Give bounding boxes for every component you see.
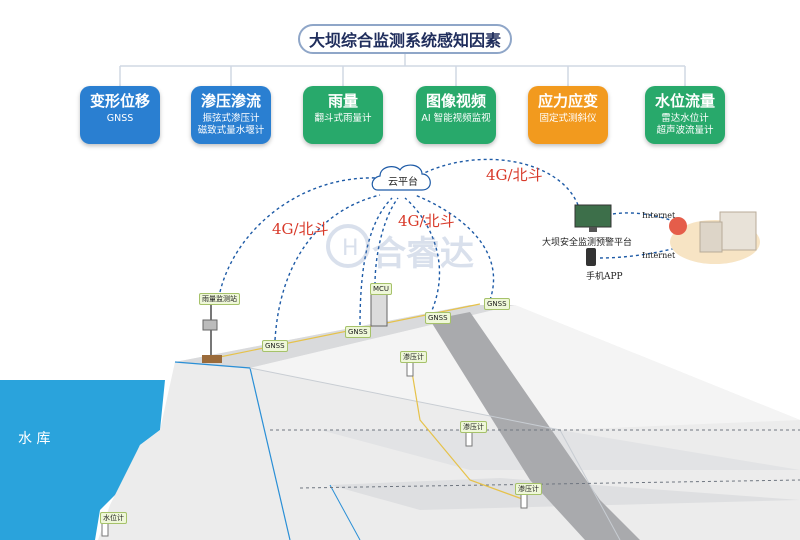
svg-text:H: H bbox=[342, 236, 359, 261]
phone-app-label: 手机APP bbox=[586, 272, 623, 282]
factor-detail: 超声波流量计 bbox=[656, 125, 714, 136]
factor-detail: AI 智能视频监视 bbox=[421, 113, 491, 124]
factor-detail: 雷达水位计 bbox=[661, 113, 709, 124]
cloud-label: 云平台 bbox=[388, 177, 418, 188]
factor-card-stress: 应力应变 固定式测斜仪 bbox=[528, 86, 608, 144]
office-building-icon bbox=[669, 211, 760, 264]
factor-detail: 固定式测斜仪 bbox=[539, 113, 597, 124]
factor-card-deformation: 变形位移 GNSS bbox=[80, 86, 160, 144]
gnss-tag: GNSS bbox=[484, 298, 510, 310]
watermark-logo: H bbox=[326, 224, 370, 268]
water-level-tag: 水位计 bbox=[100, 512, 127, 524]
factor-title: 渗压渗流 bbox=[200, 92, 261, 110]
factor-card-rainfall: 雨量 翻斗式雨量计 bbox=[303, 86, 383, 144]
factor-card-seepage: 渗压渗流 振弦式渗压计 磁致式量水堰计 bbox=[191, 86, 271, 144]
factor-detail: 磁致式量水堰计 bbox=[197, 125, 265, 136]
gnss-tag: GNSS bbox=[262, 340, 288, 352]
gnss-tag: GNSS bbox=[425, 312, 451, 324]
signal-arcs bbox=[219, 158, 691, 341]
water-level-icon bbox=[101, 521, 109, 537]
factor-title: 雨量 bbox=[327, 92, 358, 110]
piezometer-tag: 渗压计 bbox=[515, 483, 542, 495]
cloud-icon bbox=[371, 164, 431, 191]
factor-detail: GNSS bbox=[106, 113, 134, 124]
factor-detail: 振弦式渗压计 bbox=[202, 113, 260, 124]
piezometer-tag: 渗压计 bbox=[460, 421, 487, 433]
platform-label: 大坝安全监测预警平台 bbox=[542, 238, 633, 248]
factor-title: 应力应变 bbox=[537, 92, 598, 110]
title-connectors bbox=[119, 54, 686, 86]
piezometer-icon bbox=[406, 361, 414, 377]
factor-title: 图像视频 bbox=[425, 92, 486, 110]
mcu-tag: MCU bbox=[370, 283, 393, 295]
rain-station-icon bbox=[202, 302, 222, 363]
link-label: 4G/北斗 bbox=[272, 220, 329, 238]
watermark-text: 合睿达 bbox=[372, 234, 474, 274]
mcu-cabinet-icon bbox=[370, 291, 388, 327]
factor-detail: 翻斗式雨量计 bbox=[314, 113, 372, 124]
factor-card-water-level: 水位流量 雷达水位计 超声波流量计 bbox=[645, 86, 725, 144]
phone-icon bbox=[586, 248, 596, 266]
internet-label: Internet bbox=[642, 211, 676, 220]
link-label: 4G/北斗 bbox=[398, 212, 455, 230]
factor-title: 变形位移 bbox=[89, 92, 150, 110]
reservoir-label: 水 库 bbox=[18, 431, 51, 447]
gnss-tag: GNSS bbox=[345, 326, 371, 338]
drainage-channel bbox=[430, 312, 640, 540]
rain-station-tag: 雨量监测站 bbox=[199, 293, 240, 305]
piezometer-icon bbox=[465, 431, 473, 447]
factor-title: 水位流量 bbox=[654, 92, 715, 110]
diagram-title: 大坝综合监测系统感知因素 bbox=[298, 24, 512, 54]
factor-card-video: 图像视频 AI 智能视频监视 bbox=[416, 86, 496, 144]
link-label: 4G/北斗 bbox=[486, 166, 543, 184]
piezometer-icon bbox=[520, 493, 528, 509]
monitor-icon bbox=[574, 204, 612, 232]
piezometer-tag: 渗压计 bbox=[400, 351, 427, 363]
internet-label: Internet bbox=[642, 251, 676, 260]
reservoir-water bbox=[0, 380, 165, 540]
